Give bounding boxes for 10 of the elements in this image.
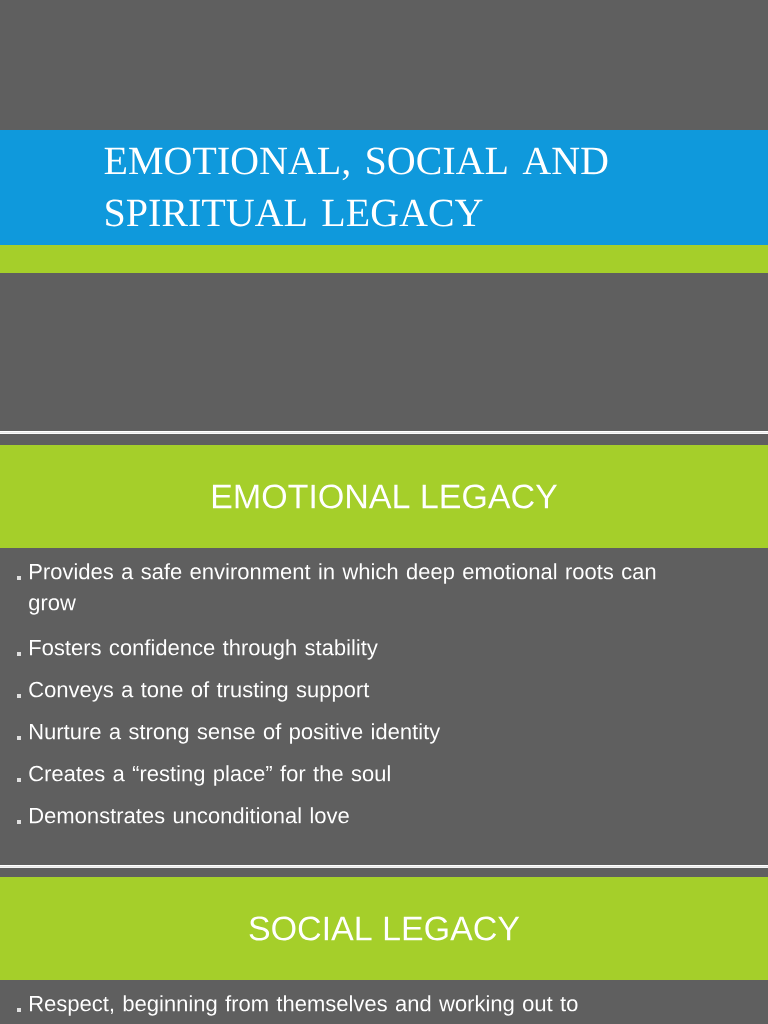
bullet-item: Provides a safe environment in which deep emotional roots can grow [17, 563, 656, 615]
bullet-item: Conveys a tone of trusting support [17, 681, 370, 702]
section-band: SOCIAL LEGACY [0, 877, 768, 980]
title-band: EMOTIONAL, SOCIAL AND SPIRITUAL LEGACY [0, 130, 768, 245]
bullet-item: Respect, beginning from themselves and working out to [17, 995, 578, 1016]
bullet-item: Demonstrates unconditional love [17, 807, 349, 824]
bullet-item: Fosters confidence through stability [17, 639, 378, 660]
bullet-item: Creates a “resting place” for the soul [17, 765, 390, 786]
section-band: EMOTIONAL LEGACY [0, 445, 768, 548]
bullet-item: Nurture a strong sense of positive identity [17, 723, 441, 744]
